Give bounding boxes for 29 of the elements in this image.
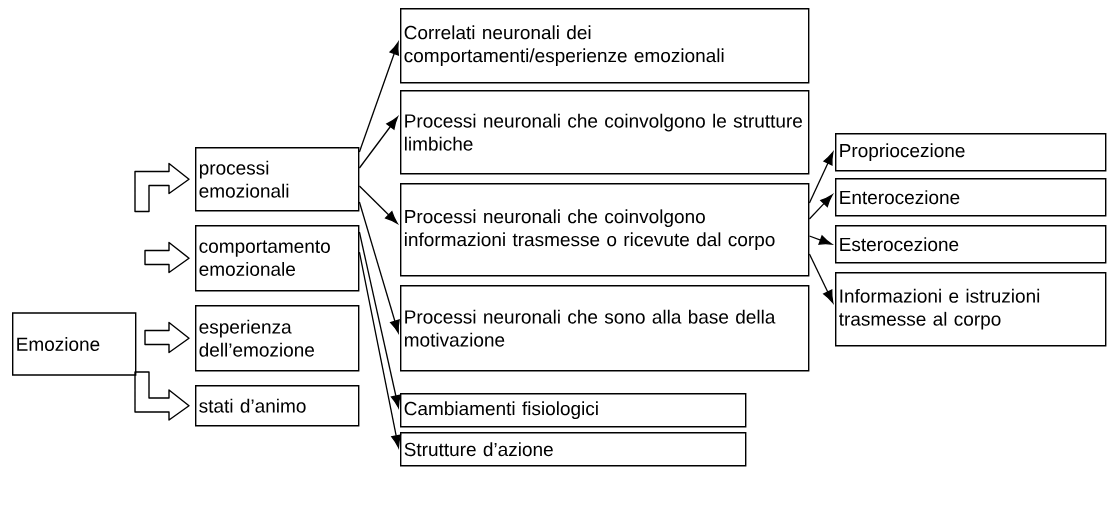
text-box: Correlati neuronali dei comportamenti/esperienze emozionali — [400, 8, 810, 84]
arrow — [358, 231, 401, 408]
text-box: Processi neuronali che coinvolgono le strutture limbiche — [400, 90, 810, 175]
text-box: Processi neuronali che sono alla base della motivazione — [400, 285, 810, 372]
arrow — [358, 201, 400, 334]
text-box: Emozione — [12, 312, 137, 376]
text-box: Cambiamenti fisiologici — [400, 393, 747, 428]
text-box: Strutture d’azione — [400, 432, 747, 467]
text-box: comportamento emozionale — [195, 225, 360, 292]
text-box: esperienza dell’emozione — [195, 305, 360, 372]
arrow — [808, 194, 833, 220]
text-box: Processi neuronali che coinvolgono informazioni trasmesse o ricevute dal corpo — [400, 183, 810, 277]
text-box: processi emozionali — [195, 147, 360, 212]
block-arrow — [144, 321, 190, 354]
text-box: Esterocezione — [835, 225, 1107, 264]
arrow — [358, 251, 402, 448]
block-arrow — [134, 371, 190, 421]
arrow — [358, 116, 398, 169]
arrow — [358, 185, 398, 224]
arrow — [808, 151, 834, 204]
arrow — [808, 235, 833, 245]
block-arrow — [144, 241, 190, 274]
text-box: Enterocezione — [835, 178, 1107, 217]
text-box: Propriocezione — [835, 133, 1107, 172]
text-box: stati d’animo — [195, 385, 360, 427]
arrow — [358, 41, 399, 153]
text-box: Informazioni e istruzioni trasmesse al corpo — [835, 272, 1107, 347]
block-arrow — [134, 162, 190, 213]
arrow — [808, 253, 834, 304]
